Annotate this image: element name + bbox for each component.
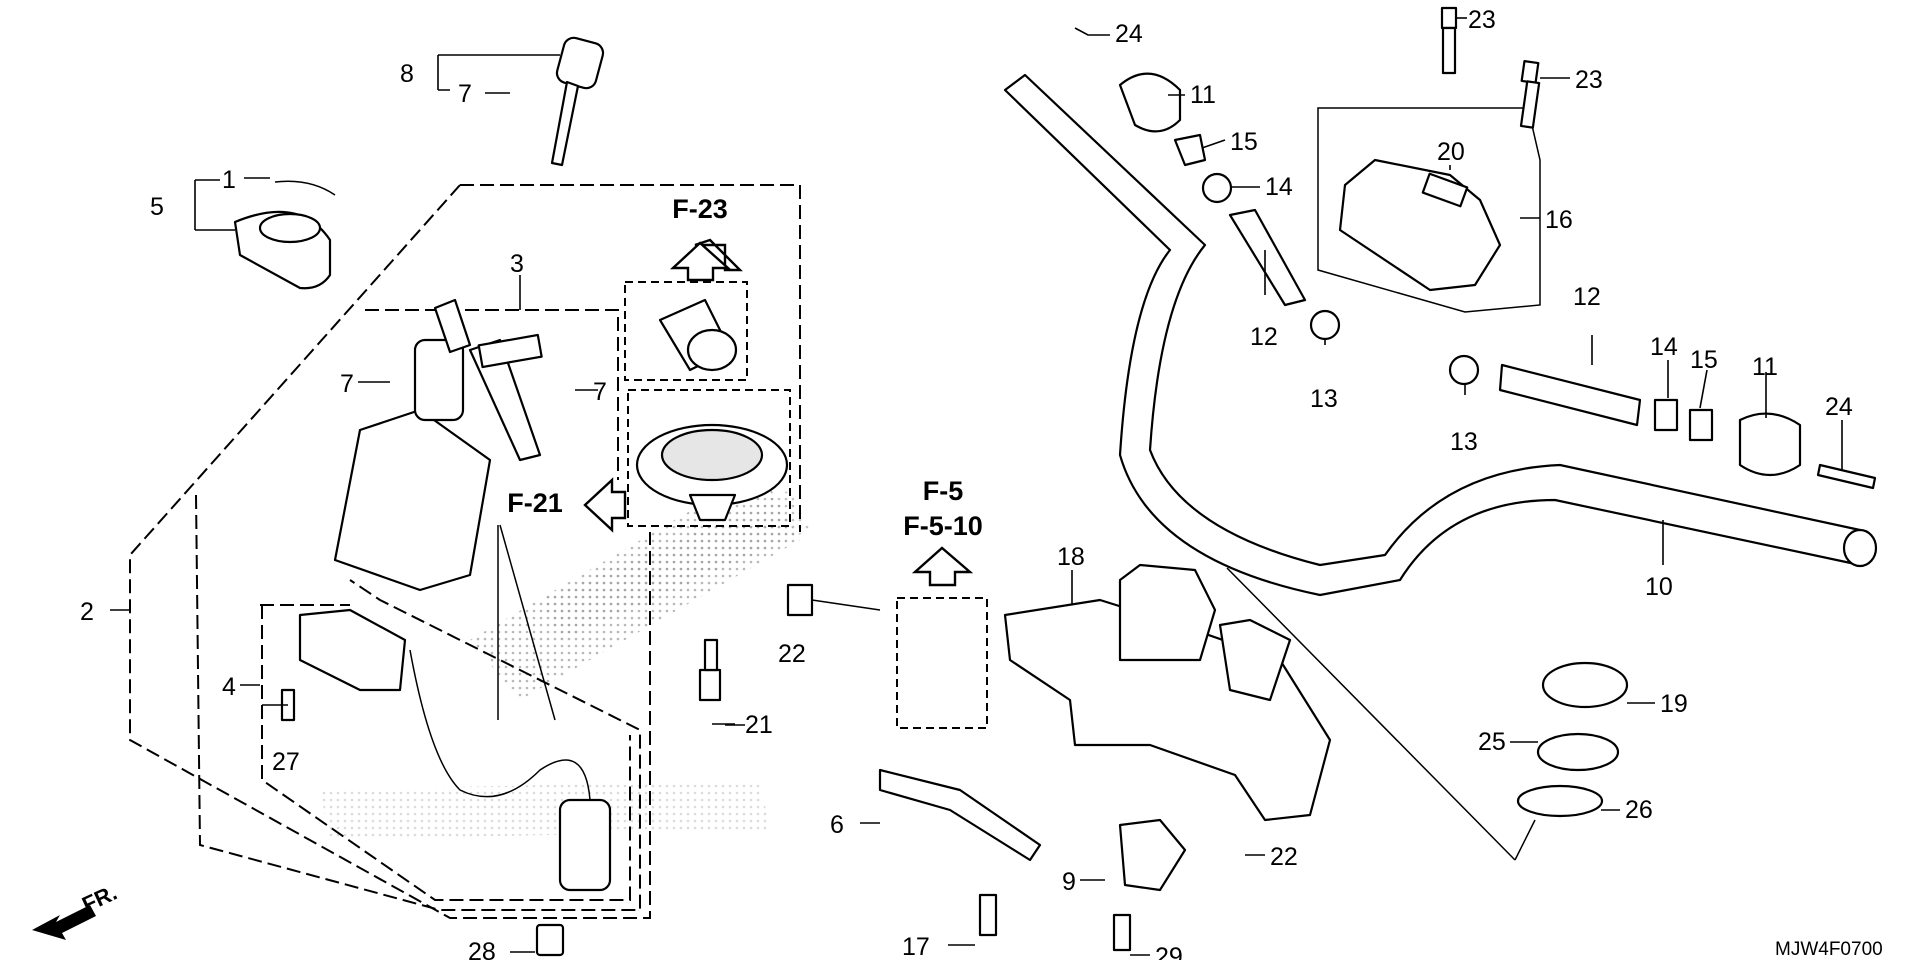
part-21-bolt [698,638,722,702]
part-11-weight-left [1118,72,1182,133]
ref-label-f5[interactable]: F-5 [923,476,964,506]
callout-18[interactable]: 18 [1057,543,1085,571]
ref-label-f23[interactable]: F-23 [672,194,728,224]
callout-27[interactable]: 27 [272,748,300,776]
callout-15-left[interactable]: 15 [1230,128,1258,156]
callout-11-right[interactable]: 11 [1752,353,1778,381]
part-8-key [550,36,605,167]
part-12-rod-left [1228,208,1307,307]
callout-19[interactable]: 19 [1660,690,1688,718]
part-13-nut-left [1309,309,1341,341]
ref-arrow-f21[interactable] [583,477,627,533]
callout-15-right[interactable]: 15 [1690,346,1718,374]
leader-lines [110,17,1843,956]
callout-7-left[interactable]: 7 [340,370,354,398]
part-17-bolt [978,893,998,937]
ref-arrow-f5[interactable] [911,546,974,587]
callout-13-right[interactable]: 13 [1450,428,1478,456]
callout-26[interactable]: 26 [1625,796,1653,824]
callout-22-right[interactable]: 22 [1270,843,1298,871]
callout-23-top[interactable]: 23 [1468,6,1496,34]
callout-20[interactable]: 20 [1437,138,1465,166]
callout-16[interactable]: 16 [1545,206,1573,234]
callout-24-left[interactable]: 24 [1115,20,1143,48]
part-6-stay [878,768,1042,862]
callout-11-left[interactable]: 11 [1190,81,1216,109]
callout-10[interactable]: 10 [1645,573,1673,601]
callout-7[interactable]: 7 [458,80,472,108]
callout-9[interactable]: 9 [1062,868,1076,896]
part-4-harness [298,608,612,892]
part-right-bar-end [1448,354,1877,490]
ref-label-f21[interactable]: F-21 [507,488,563,518]
callout-2[interactable]: 2 [80,598,94,626]
callout-21[interactable]: 21 [745,711,773,739]
callout-12-left[interactable]: 12 [1250,323,1278,351]
callout-28[interactable]: 28 [468,938,496,965]
part-18-top-bridge [1003,563,1332,822]
callout-22-left[interactable]: 22 [778,640,806,668]
part-14-collar-left [1201,172,1233,204]
callout-13-left[interactable]: 13 [1310,385,1338,413]
part-16-holder [1338,158,1502,292]
callout-14-right[interactable]: 14 [1650,333,1678,361]
callout-24-right[interactable]: 24 [1825,393,1853,421]
direction-arrow [32,905,96,940]
callout-14-left[interactable]: 14 [1265,173,1293,201]
part-19-25-26-stack [1516,661,1629,818]
ref-arrow-f23[interactable] [669,238,743,282]
part-f21-cap [635,423,789,522]
part-23-detail [658,298,738,372]
callout-1[interactable]: 1 [222,166,236,194]
callout-25[interactable]: 25 [1478,728,1506,756]
part-10-handlebar [1003,73,1878,597]
callout-7-right[interactable]: 7 [593,378,607,406]
part-29-bolt [1112,913,1132,952]
ref-label-f5-10[interactable]: F-5-10 [903,511,983,541]
group-outlines [129,107,1541,919]
callout-6[interactable]: 6 [830,811,844,839]
diagram-code: MJW4F0700 [1775,939,1883,960]
part-3-ignition-switch [333,298,543,592]
callout-5[interactable]: 5 [150,193,164,221]
callout-17[interactable]: 17 [902,933,930,961]
callout-12-right[interactable]: 12 [1573,283,1601,311]
watermark-dots [320,470,810,840]
part-5-cap [233,180,336,290]
callout-23-right[interactable]: 23 [1575,66,1603,94]
part-22-bolt [786,583,881,617]
callout-29[interactable]: 29 [1155,943,1183,965]
part-28-connector [535,923,565,957]
callout-8[interactable]: 8 [400,60,414,88]
part-15-ring-left [1173,133,1207,167]
part-9-bracket [1118,818,1187,892]
callout-3[interactable]: 3 [510,250,524,278]
callout-4[interactable]: 4 [222,673,236,701]
